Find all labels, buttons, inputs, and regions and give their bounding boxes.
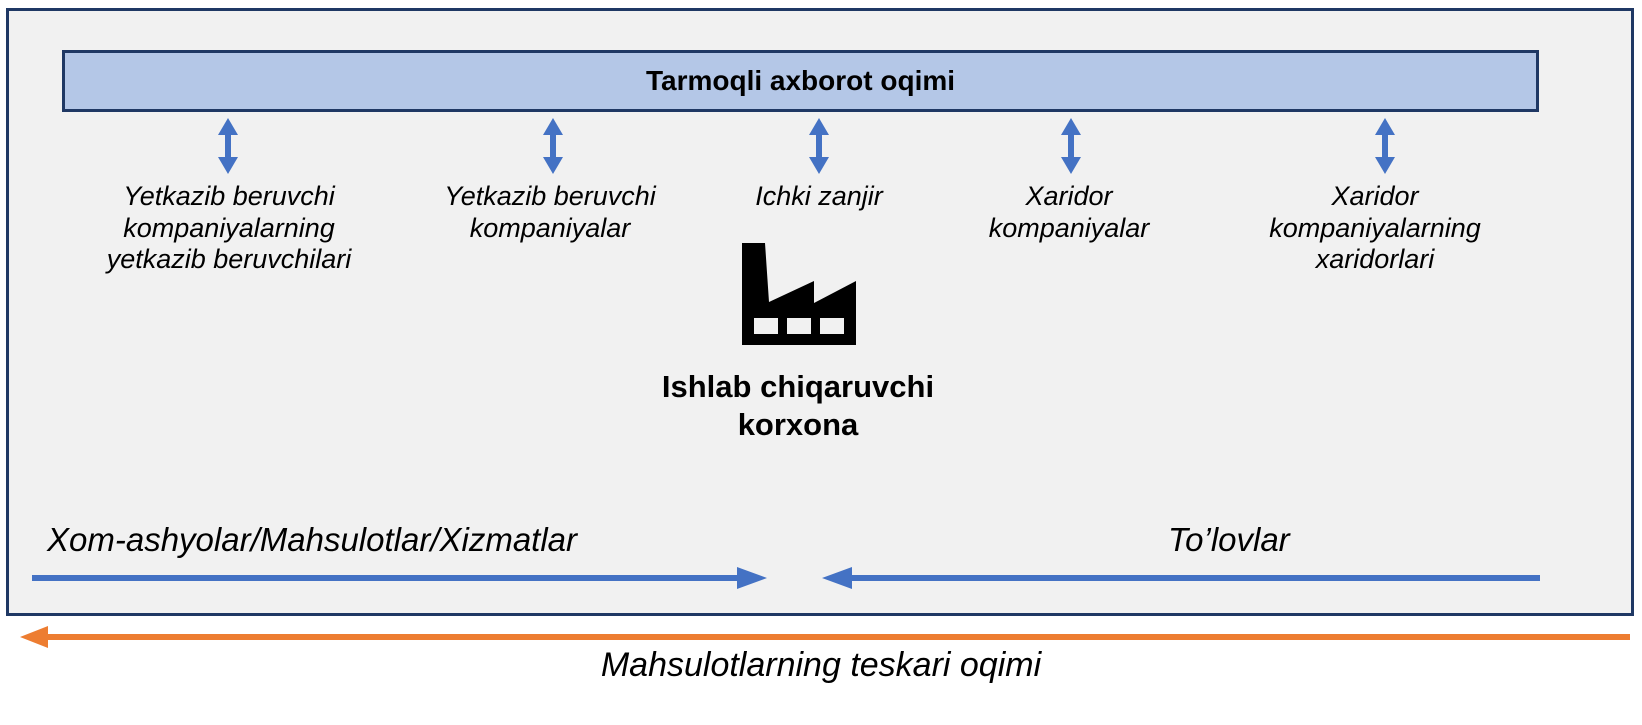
goods-flow-arrow [32,566,767,590]
header-title: Tarmoqli axborot oqimi [645,65,956,96]
goods-flow-label: Xom-ashyolar/Mahsulotlar/Xizmatlar [47,521,578,558]
column-label-internal-chain: Ichki zanjir [755,181,883,211]
payments-flow-label: To’lovlar [1168,521,1290,558]
column-label-suppliers-suppliers: Yetkazib beruvchi kompaniyalarning yetka… [106,181,352,275]
double-vertical-arrow-3 [806,118,832,174]
center-node-caption: Ishlab chiqaruvchi korxona [661,369,935,442]
double-vertical-arrow-1 [215,118,241,174]
payments-flow-arrow [822,566,1540,590]
factory-icon [738,240,860,345]
column-label-suppliers: Yetkazib beruvchi kompaniyalar [444,181,656,243]
double-vertical-arrow-2 [540,118,566,174]
double-vertical-arrow-5 [1372,118,1398,174]
column-label-buyers-buyers: Xaridor kompaniyalarning xaridorlari [1269,181,1481,275]
reverse-flow-label: Mahsulotlarning teskari oqimi [600,646,1042,684]
reverse-flow-arrow [20,626,1630,648]
column-label-buyers: Xaridor kompaniyalar [988,181,1150,243]
double-vertical-arrow-4 [1058,118,1084,174]
network-information-flow-bar: Tarmoqli axborot oqimi [62,50,1539,112]
